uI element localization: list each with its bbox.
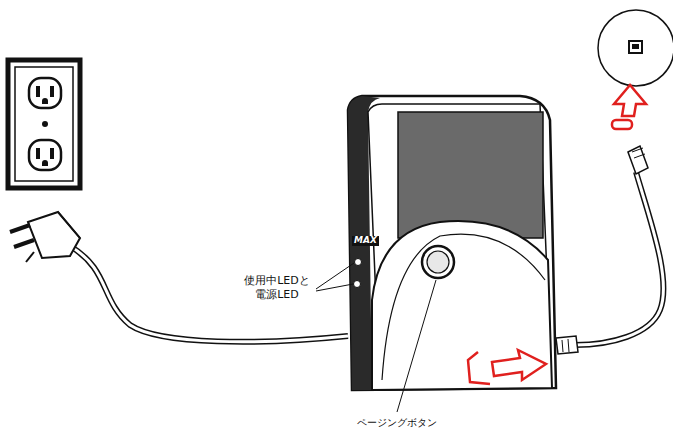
red-arrow-up [612, 85, 646, 129]
paging-device [348, 96, 556, 390]
power-cord [10, 212, 348, 342]
phone-cable [556, 146, 663, 354]
leader-lines [316, 263, 436, 412]
phone-jack [598, 10, 673, 86]
wall-outlet [8, 60, 80, 188]
red-arrow-right [468, 350, 546, 384]
button-callout: ページングボタン [357, 416, 437, 429]
led-callout: 使用中LEDと 電源LED [242, 274, 312, 303]
brand-logo: MAX [352, 236, 379, 246]
